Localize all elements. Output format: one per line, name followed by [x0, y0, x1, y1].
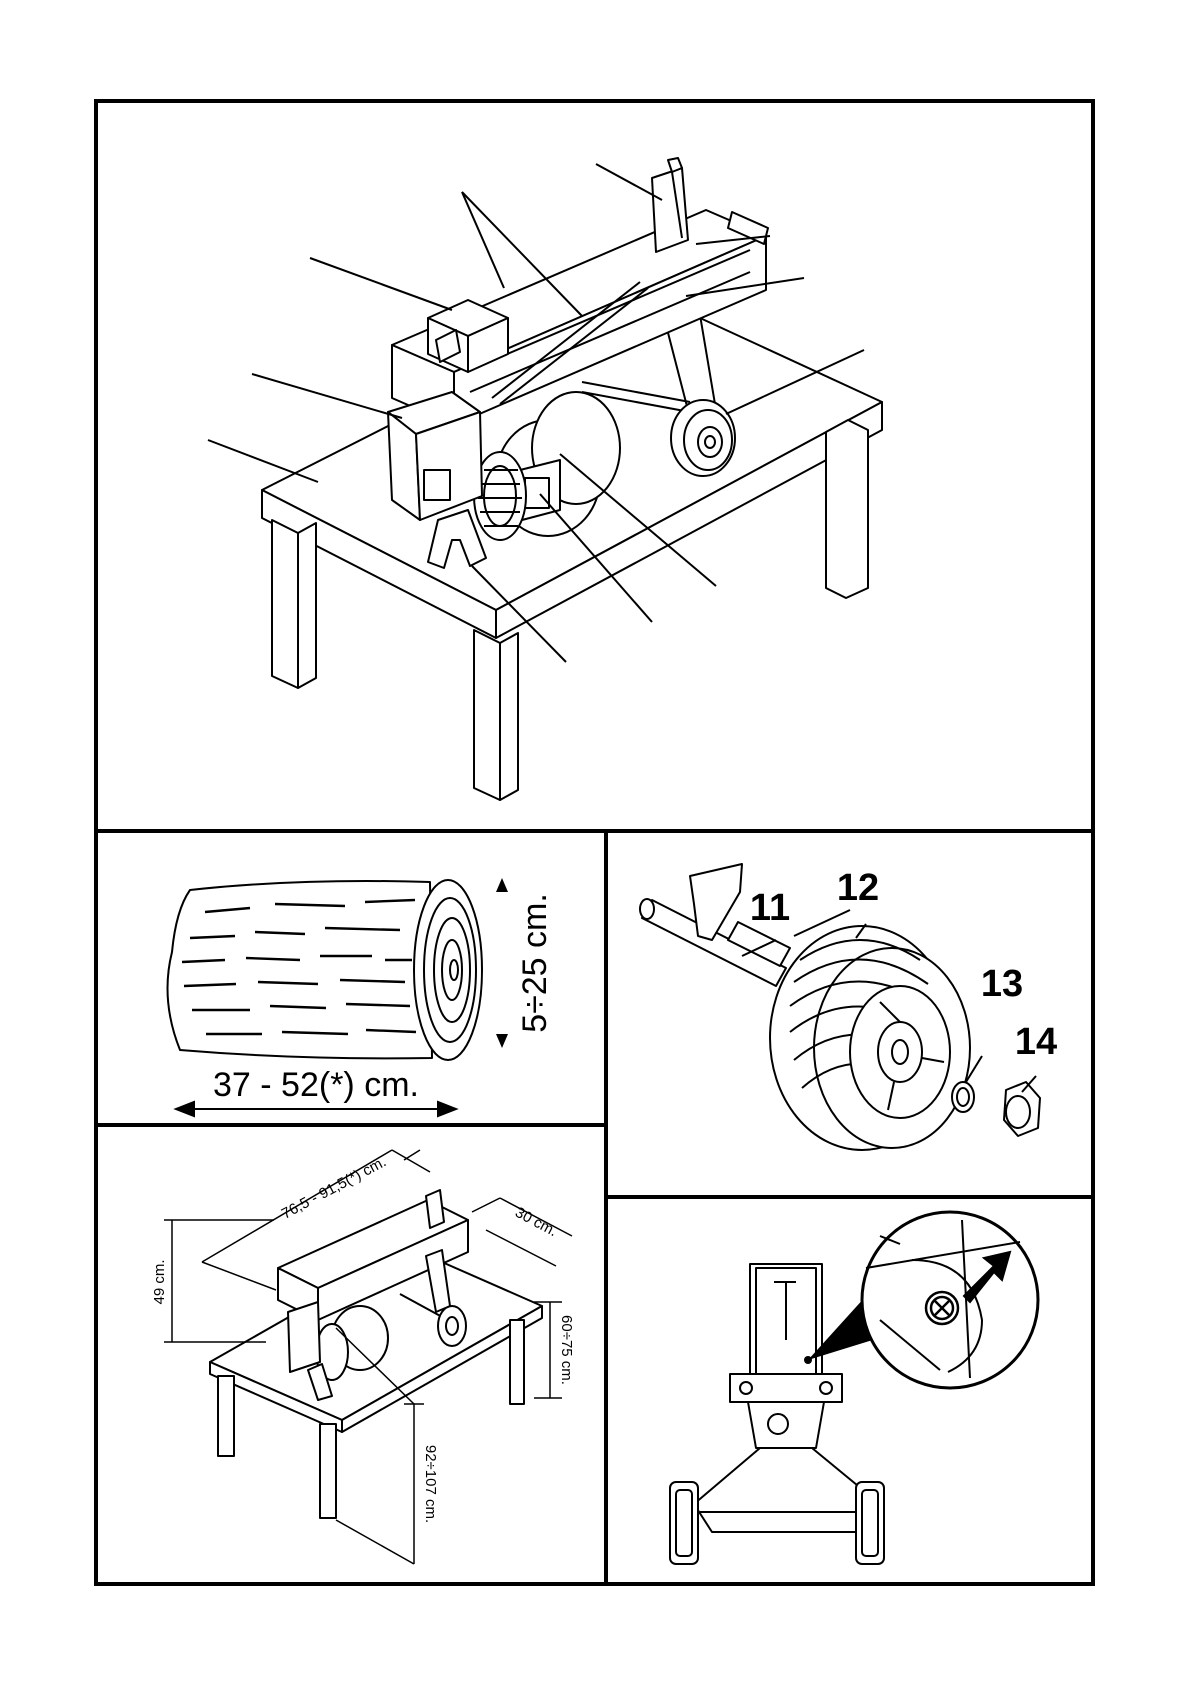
- total-height-label: 92÷107 cm.: [422, 1445, 439, 1523]
- log-diameter-arrows: [496, 878, 508, 1048]
- panel-log-dimensions: 37 - 52(*) cm. 5÷25 cm.: [168, 878, 555, 1116]
- callout-12: 12: [837, 867, 879, 909]
- machine-height-label: 49 cm.: [151, 1259, 168, 1304]
- panel-bleed-screw: [670, 1212, 1038, 1564]
- table-height-label: 60÷75 cm.: [558, 1315, 575, 1385]
- log-length-label: 37 - 52(*) cm.: [213, 1066, 419, 1104]
- log-icon: [168, 880, 483, 1060]
- table-length-label: 76,5 - 91,5(*) cm.: [279, 1153, 389, 1222]
- callout-14: 14: [1015, 1021, 1057, 1063]
- panel-wheel-assembly: 11 12 13 14: [640, 864, 1057, 1150]
- splitter-front-view: [670, 1264, 884, 1564]
- callout-11: 11: [750, 887, 790, 929]
- bleed-screw-icon: [926, 1292, 958, 1324]
- callout-13: 13: [981, 963, 1023, 1005]
- log-diameter-label: 5÷25 cm.: [516, 893, 554, 1033]
- panel-table-setup: 76,5 - 91,5(*) cm. 30 cm. 49 cm. 60÷75 c…: [151, 1150, 575, 1564]
- table-depth-label: 30 cm.: [512, 1204, 560, 1240]
- table-setup-illustration: [210, 1190, 542, 1518]
- panel-machine-overview: [208, 158, 882, 800]
- log-length-arrow: [176, 1102, 456, 1116]
